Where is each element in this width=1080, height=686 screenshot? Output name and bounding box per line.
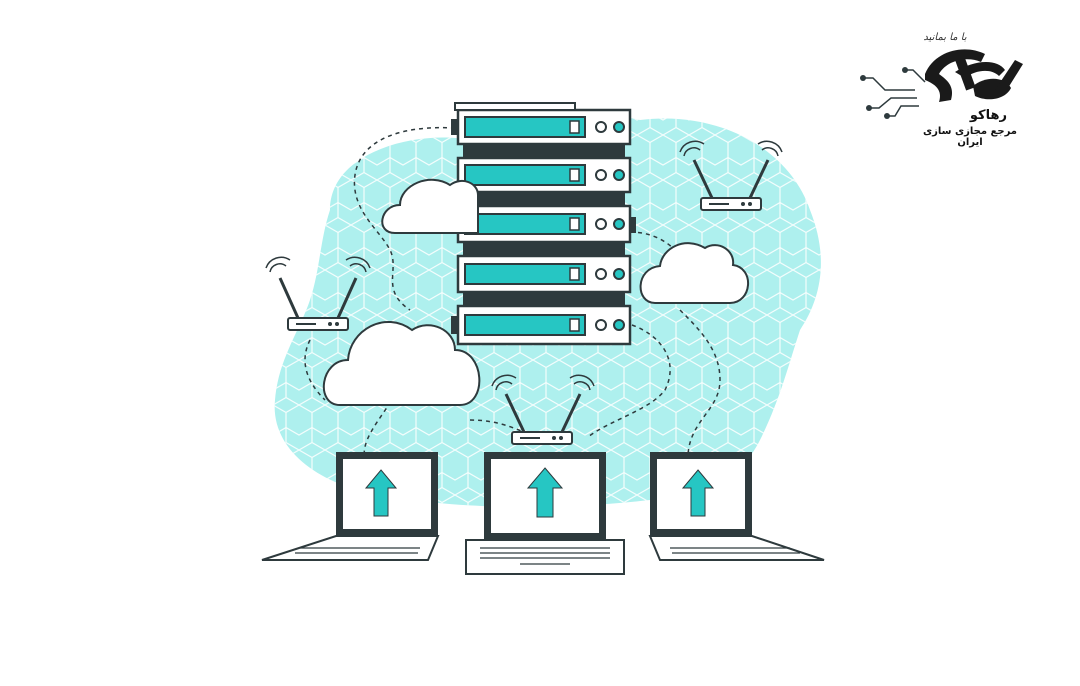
upload-arrow-icon (364, 469, 398, 517)
logo-signature: با ما بمانید (923, 32, 967, 43)
brand-logo: با ما بمانید رهاکو مرجع مجازی سازی ایران (855, 30, 1055, 150)
server-unit-3 (456, 204, 636, 244)
cloud-icon (381, 178, 479, 234)
server-unit-5 (451, 304, 632, 346)
wifi-router-icon (679, 140, 783, 211)
wifi-router-icon (491, 374, 595, 445)
cloud-icon (639, 242, 750, 304)
upload-arrow-icon (681, 469, 715, 517)
laptop-icon (648, 452, 825, 561)
upload-arrow-icon (526, 467, 564, 518)
laptop-icon (261, 452, 440, 561)
server-unit-2 (456, 156, 632, 194)
server-unit-4 (456, 254, 632, 294)
laptop-icon (465, 452, 625, 575)
server-unit-1 (451, 102, 632, 146)
logo-tagline: مرجع مجازی سازی ایران (923, 126, 1017, 148)
wifi-router-icon (265, 256, 371, 331)
logo-icon (860, 49, 1023, 119)
cloud-icon (322, 320, 481, 406)
server-rack-icon (451, 102, 636, 346)
logo-name: رهاکو (969, 108, 1007, 123)
